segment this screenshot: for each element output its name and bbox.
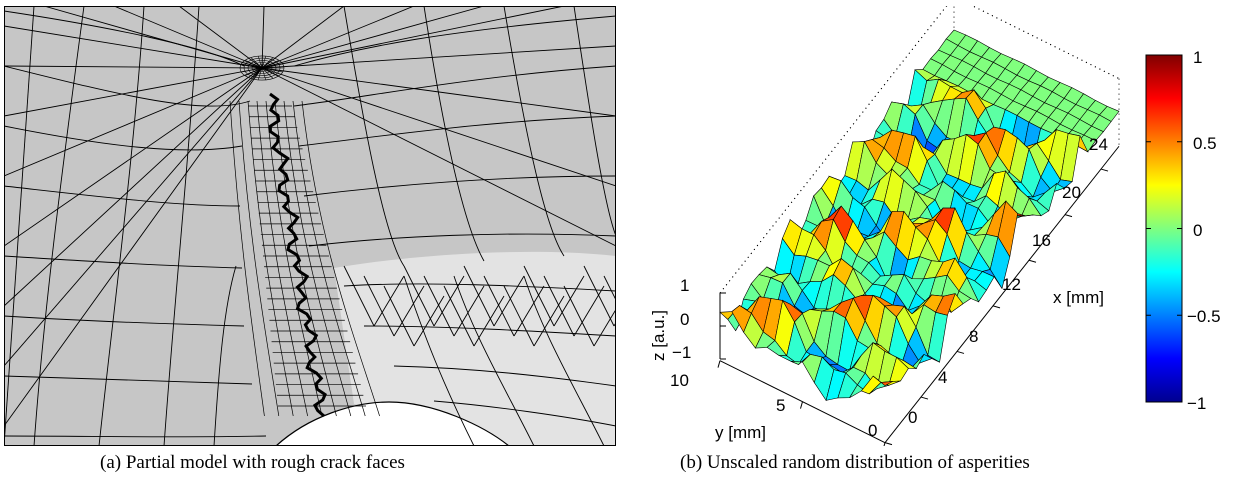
colorbar-tick-label: 1 [1193,48,1202,67]
colorbar [1145,54,1183,403]
z-axis [719,292,726,360]
notch-cutout [276,402,509,446]
colorbar-tick-label: 0.5 [1193,134,1217,153]
colorbar-ticks [1146,54,1182,403]
x-tick-label: 24 [1089,135,1108,154]
x-axis [884,145,1120,446]
caption-b: (b) Unscaled random distribution of aspe… [680,452,1030,473]
mesh-figure [4,6,616,446]
x-axis-label: x [mm] [1053,288,1104,307]
z-tick-label: −1 [672,343,691,362]
surface-cell [873,375,893,386]
x-tick-label: 20 [1062,183,1081,202]
light-region [334,251,616,446]
z-tick-label: 1 [680,276,689,295]
y-tick-label: 10 [670,371,689,390]
figure-a-frame [4,6,616,446]
x-tick-label: 8 [969,327,978,346]
x-tick-label: 4 [938,368,947,387]
z-axis-label: z [a.u.] [649,310,668,361]
refined-crack-mesh [229,100,380,417]
colorbar-tick-label: −1 [1187,394,1206,413]
surface-plot: 0 4 8 12 16 20 24 x [mm] 10 5 0 y [mm] 1… [649,6,1221,446]
colorbar-tick-label: −0.5 [1187,307,1221,326]
x-tick-label: 16 [1032,231,1051,250]
y-axis [717,360,886,446]
y-tick-label: 0 [868,421,877,440]
y-axis-label: y [mm] [715,423,766,442]
crack-tip-rosette [239,55,285,81]
z-tick-label: 0 [680,310,689,329]
y-tick-label: 5 [776,396,785,415]
asperity-surface [719,29,1120,402]
x-tick-label: 12 [1002,275,1021,294]
rough-crack-face [268,92,327,418]
x-tick-label: 0 [908,408,917,427]
mesh-lines [4,6,616,446]
notch-boundary [275,401,510,446]
colorbar-tick-label: 0 [1193,221,1202,240]
caption-a: (a) Partial model with rough crack faces [100,452,405,473]
